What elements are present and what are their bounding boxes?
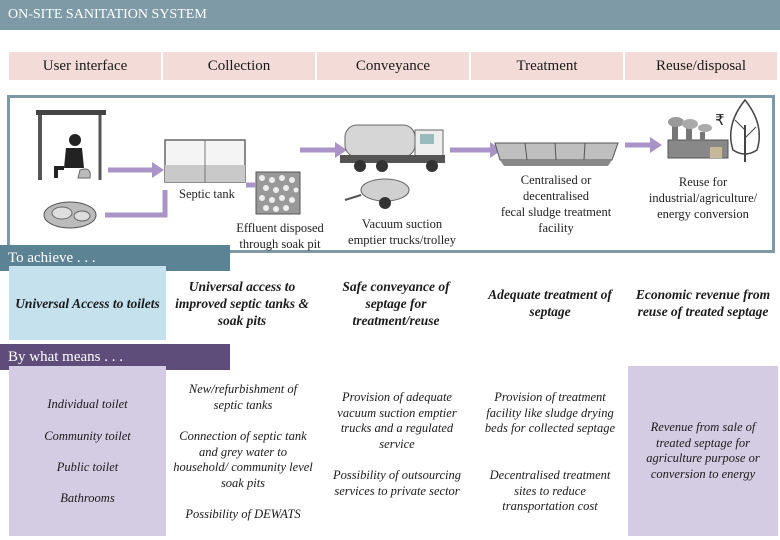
goal-collection: Universal access to improved septic tank… [175,278,309,328]
illustration-panel [7,95,775,253]
trolley-tanker-icon [344,178,410,209]
means-ui-community-toilet: Community toilet [44,429,131,443]
means-conveyance-provision: Provision of adequate vacuum suction emp… [337,390,457,451]
reuse-caption-line2: industrial/agriculture/ [648,191,758,205]
truck-caption-line1: Vacuum suction [361,217,443,231]
means-ui-bathrooms: Bathrooms [60,491,115,505]
soak-pit-caption-line1: Effluent disposed [236,221,324,235]
factory-icon [667,117,729,159]
means-collection-connection: Connection of septic tank and grey water… [173,429,313,490]
treatment-caption-line2: decentralised [523,189,589,203]
means-reuse-revenue: Revenue from sale of treated septage for… [646,420,760,481]
truck-caption-line2: emptier trucks/trolley [348,233,456,247]
rupee-icon: ₹ [715,113,725,129]
reuse-caption-line3: energy conversion [657,207,749,221]
septic-tank-caption: Septic tank [179,187,235,201]
stage-user-interface: User interface [9,52,161,80]
means-collection-dewats: Possibility of DEWATS [185,507,301,521]
title-bar: ON-SITE SANITATION SYSTEM [0,0,780,30]
means-treatment-decentralised: Decentralised treatment sites to reduce … [489,468,611,513]
means-section-label: By what means . . . [0,344,230,370]
stage-reuse-disposal: Reuse/disposal [625,52,777,80]
septic-tank-icon [164,139,246,183]
stage-conveyance: Conveyance [317,52,469,80]
tanker-truck-icon [340,124,445,172]
stage-collection: Collection [163,52,315,80]
sludge-drying-beds-icon [494,142,619,166]
goal-reuse: Economic revenue from reuse of treated s… [635,287,771,319]
flow-arrows [105,142,650,218]
goal-treatment: Adequate treatment of septage [488,287,612,319]
treatment-caption-line1: Centralised or [520,173,592,187]
goal-conveyance: Safe conveyance of septage for treatment… [342,278,450,328]
means-ui-individual-toilet: Individual toilet [47,397,128,411]
treatment-caption-line4: facility [538,221,574,235]
reuse-caption-line1: Reuse for [678,175,728,189]
means-conveyance-outsourcing: Possibility of outsourcing services to p… [332,468,461,498]
tree-icon [730,98,760,162]
means-collection-refurbishment: New/refurbishment of septic tanks [188,382,298,412]
goal-user-interface: Universal Access to toilets [9,266,166,340]
soak-pit-caption-line2: through soak pit [239,237,321,251]
page-title: ON-SITE SANITATION SYSTEM [8,7,207,22]
means-ui-public-toilet: Public toilet [56,460,119,474]
means-user-interface-cell [9,366,166,536]
bath-sink-icon [43,201,97,229]
soak-pit-icon [255,171,301,215]
treatment-caption-line3: fecal sludge treatment [500,205,612,219]
means-treatment-facility: Provision of treatment facility like slu… [484,390,616,435]
stage-treatment: Treatment [471,52,623,80]
toilet-shelter-icon [36,110,106,180]
means-reuse-cell [628,366,778,536]
